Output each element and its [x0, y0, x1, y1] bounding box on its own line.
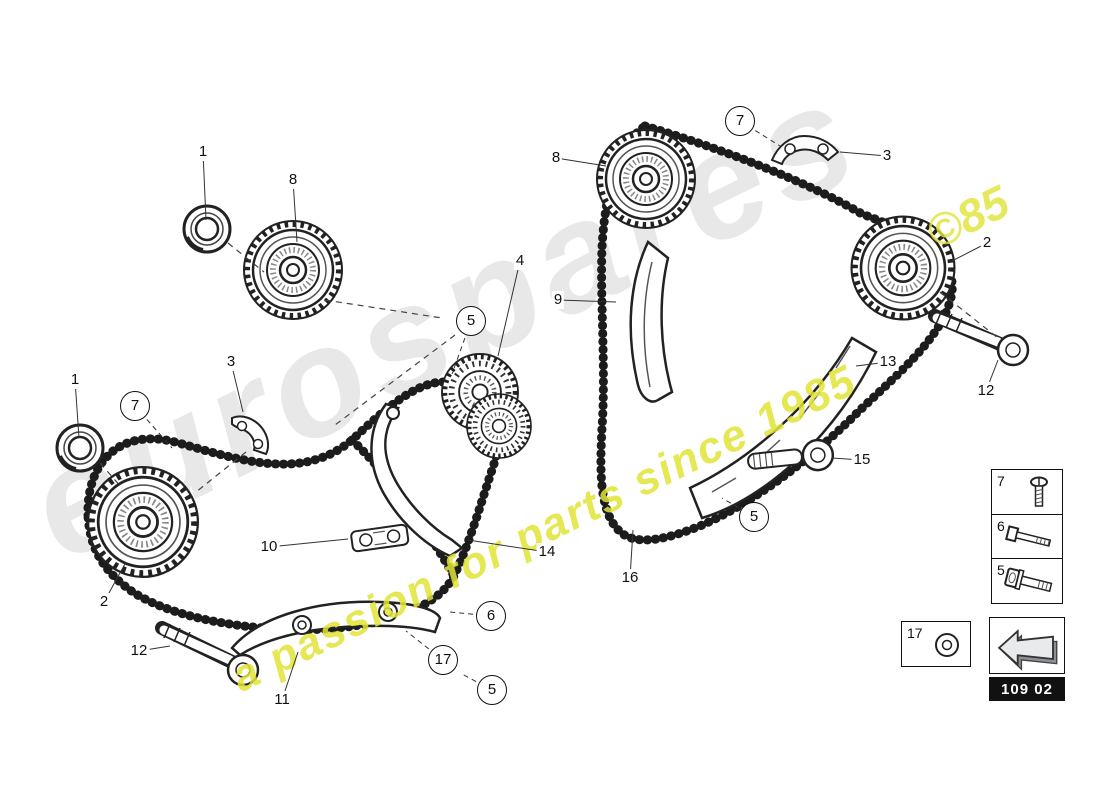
- construction-lines: [99, 242, 999, 493]
- guide-bracket-3-left: [231, 415, 270, 456]
- part-group-code: 109 02: [989, 677, 1065, 701]
- legend-part-number: 17: [907, 625, 923, 641]
- hex-bolt-icon: [1005, 524, 1052, 547]
- bolt-12-left: [155, 621, 260, 687]
- back-arrow-icon: [997, 628, 1058, 671]
- legend-fastener-table: 7 6 5: [991, 469, 1063, 604]
- nav-box[interactable]: [989, 617, 1065, 674]
- chain-guide-14: [370, 402, 465, 558]
- legend-washer-box[interactable]: 17: [901, 621, 971, 667]
- legend-nav[interactable]: 109 02: [989, 617, 1065, 701]
- chain-guide-11: [230, 600, 442, 657]
- bolt-12-right: [928, 309, 1030, 367]
- legend-part-number: 5: [997, 562, 1005, 578]
- legend-row-screw-7[interactable]: 7: [991, 469, 1063, 515]
- chain-tensioner-10: [350, 523, 410, 553]
- chain-guide-13: [688, 336, 878, 520]
- pan-head-screw-icon: [1030, 476, 1048, 507]
- legend-row-bolt-6[interactable]: 6: [991, 513, 1063, 560]
- chain-tensioner-15: [747, 438, 835, 472]
- chain-guide-9: [629, 240, 674, 403]
- legend-row-bolt-5[interactable]: 5: [991, 558, 1063, 604]
- legend-part-number: 7: [997, 473, 1005, 489]
- socket-bolt-icon: [1004, 567, 1053, 593]
- guide-bracket-3-top: [770, 134, 840, 166]
- washer-icon: [935, 633, 959, 657]
- legend-part-number: 6: [997, 517, 1005, 534]
